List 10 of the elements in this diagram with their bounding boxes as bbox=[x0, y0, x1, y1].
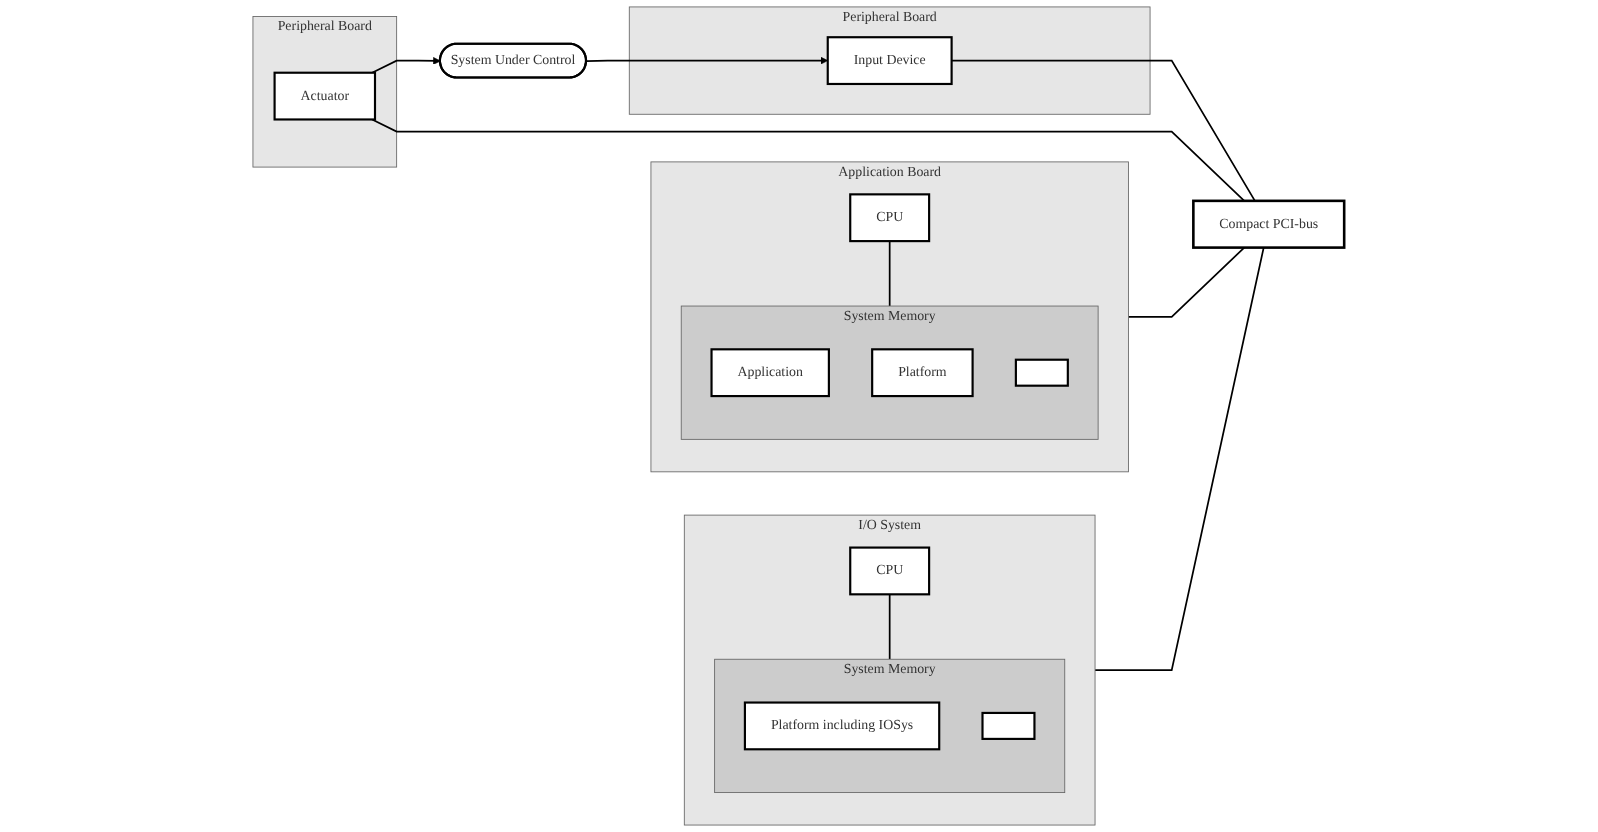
arrow bbox=[371, 57, 442, 74]
node-box bbox=[1015, 358, 1070, 387]
connector bbox=[371, 118, 1246, 202]
connector bbox=[1094, 246, 1265, 671]
arrow bbox=[586, 56, 829, 65]
connector bbox=[889, 240, 891, 307]
connector bbox=[951, 59, 1257, 202]
connector bbox=[889, 593, 891, 661]
node-box bbox=[981, 711, 1036, 740]
connector bbox=[1128, 246, 1246, 318]
